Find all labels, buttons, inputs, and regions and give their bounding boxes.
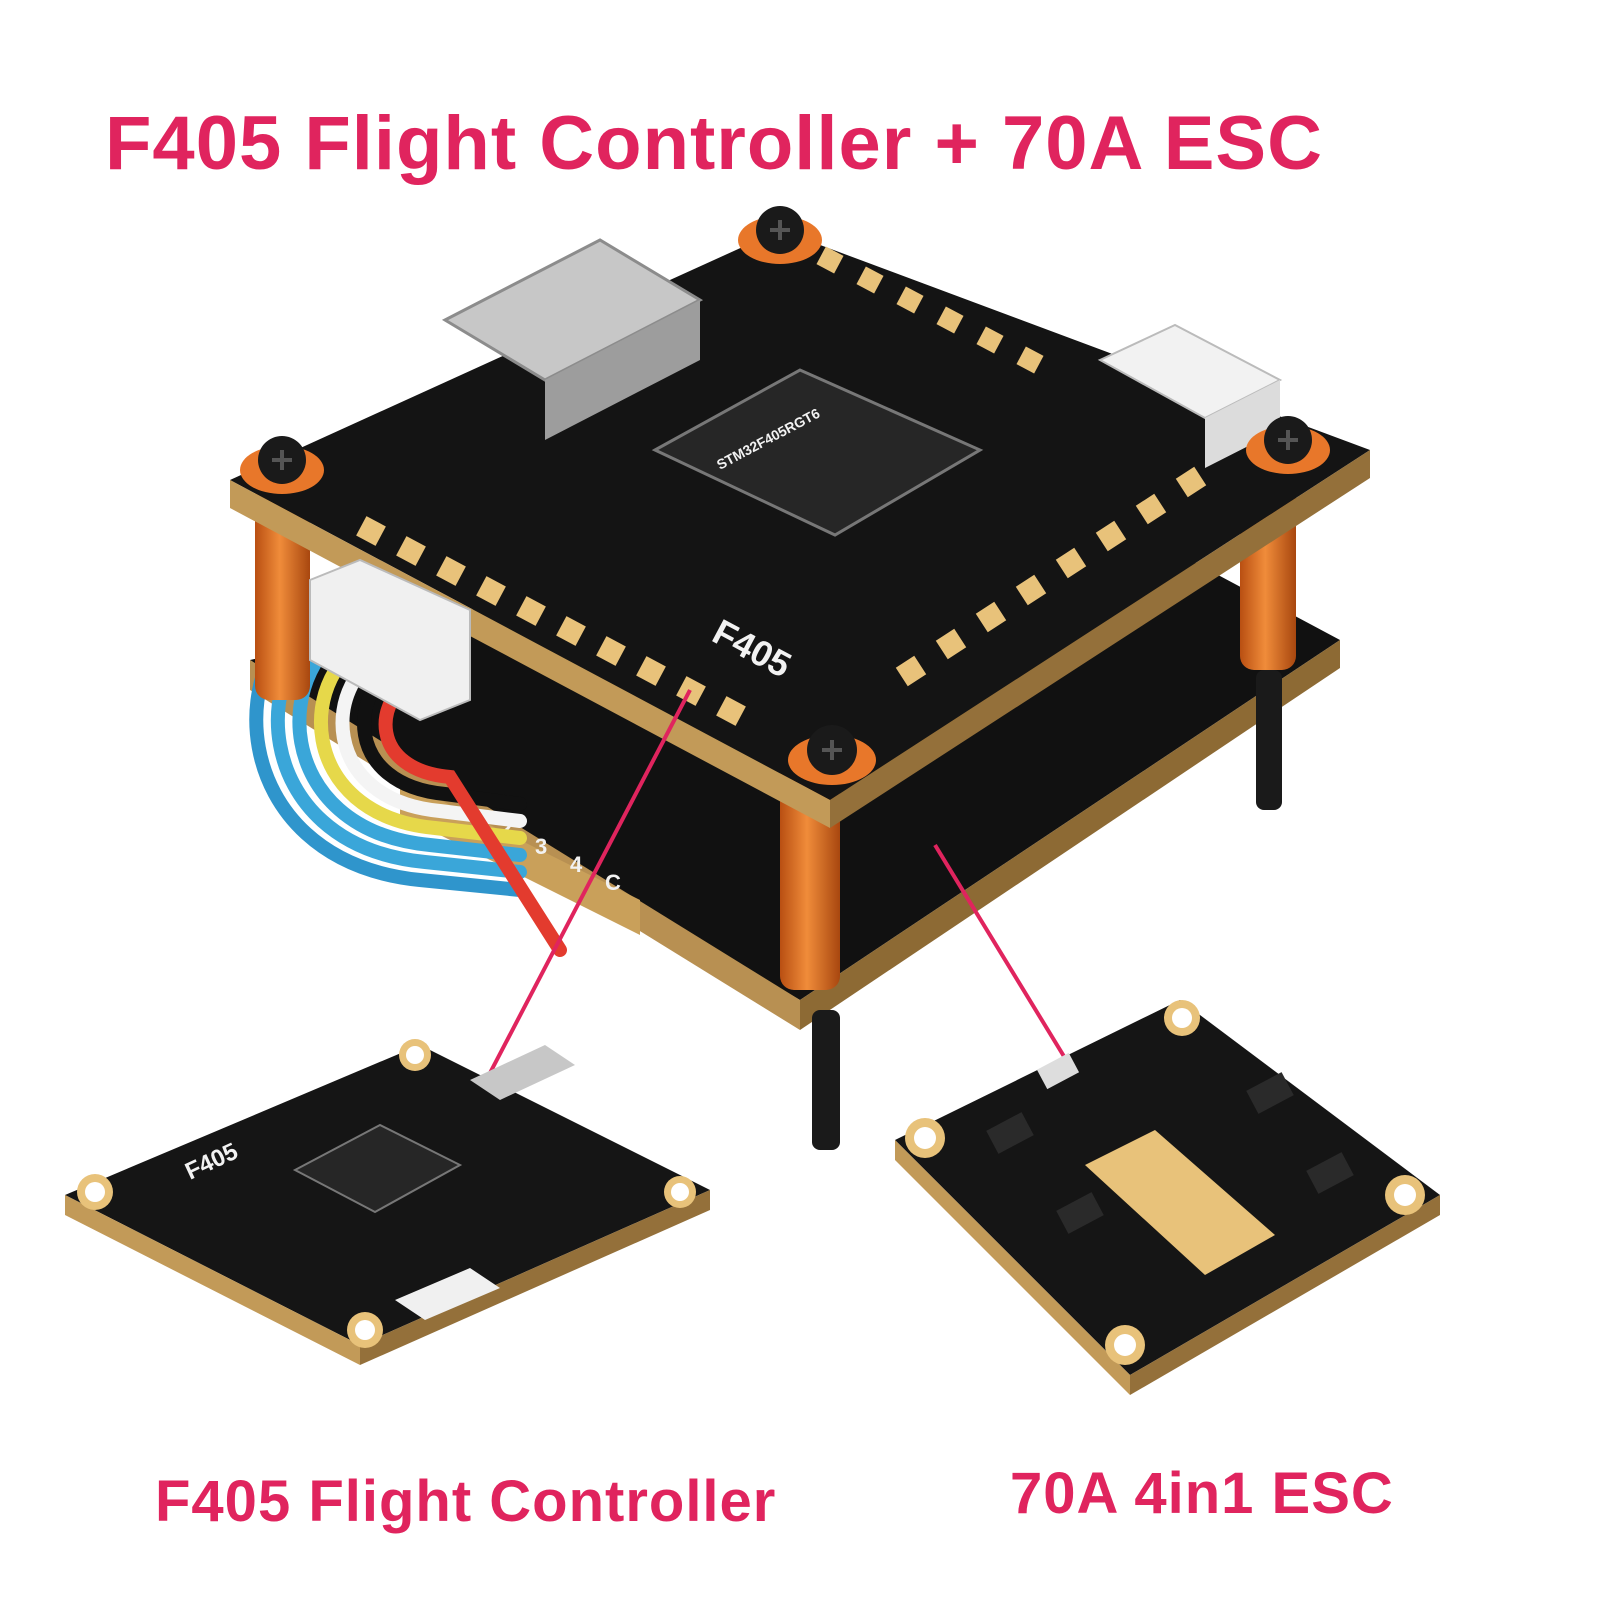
esc-pad-label: C xyxy=(605,870,621,895)
standoff-caps xyxy=(240,206,1330,785)
esc-caption: 70A 4in1 ESC xyxy=(1010,1461,1394,1526)
main-title: F405 Flight Controller + 70A ESC xyxy=(105,101,1323,186)
fc-caption: F405 Flight Controller xyxy=(155,1469,777,1534)
esc-board-photo xyxy=(895,1000,1440,1395)
screw-bottom-left xyxy=(812,1010,840,1150)
esc-pad-label: 3 xyxy=(535,834,547,859)
screw-bottom-right xyxy=(1256,670,1282,810)
fc-board-photo: F405 xyxy=(65,1039,710,1365)
fc-pads xyxy=(356,246,1207,726)
jst-connector-left xyxy=(309,558,471,722)
stack-assembly: + 1 2 3 4 C xyxy=(230,206,1370,1150)
esc-pad-label: 4 xyxy=(570,852,583,877)
pointer-line-fc xyxy=(453,689,692,1141)
mcu-chip xyxy=(651,368,984,537)
